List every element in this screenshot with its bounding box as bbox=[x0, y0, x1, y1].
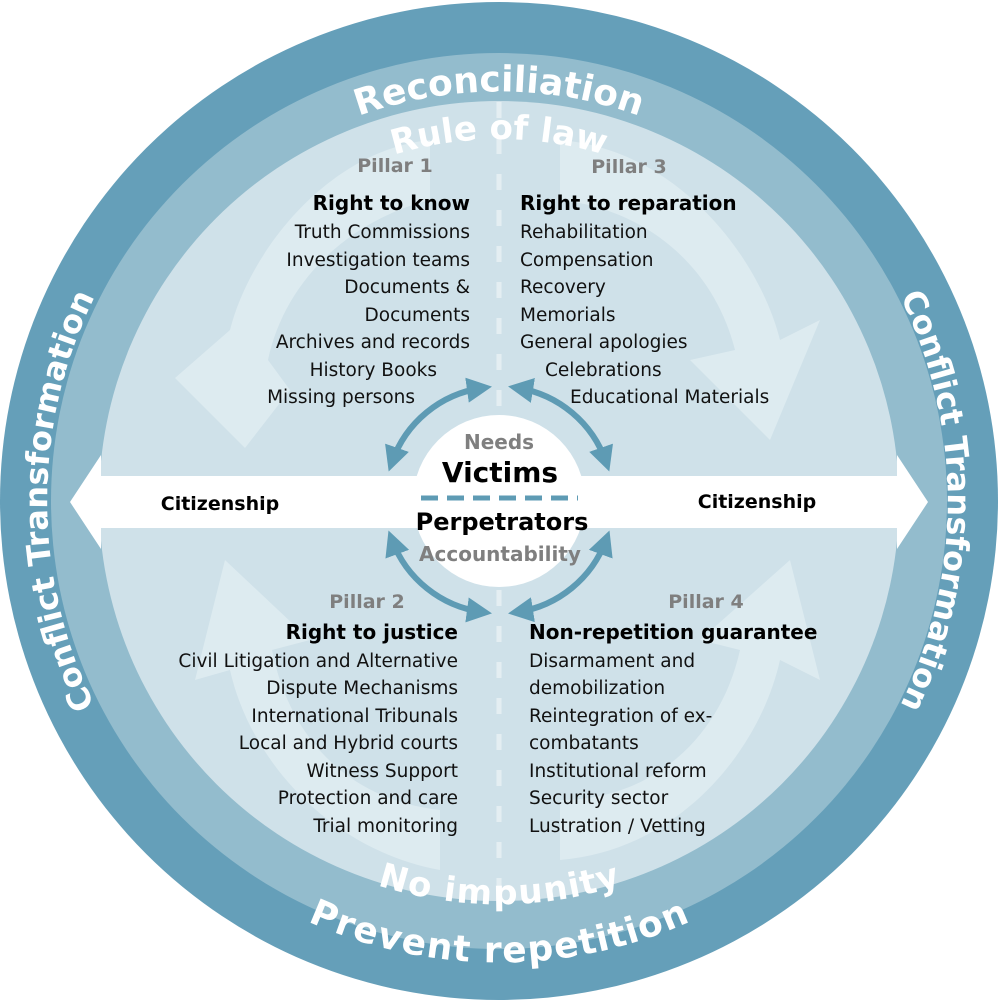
pillar-2-label: Pillar 2 bbox=[329, 591, 405, 613]
pillar-4: Pillar 4 Non-repetition guarantee Disarm… bbox=[529, 591, 817, 837]
pillar-3-item: Celebrations bbox=[545, 360, 662, 381]
pillar-4-item: Institutional reform bbox=[529, 761, 707, 782]
pillar-3-item: Memorials bbox=[520, 305, 616, 326]
pillar-1-heading: Right to know bbox=[313, 191, 470, 215]
swirl-arrow-top-right bbox=[560, 140, 820, 440]
pillar-1-item: Truth Commissions bbox=[294, 222, 470, 243]
swirl-arrow-bottom-right bbox=[560, 560, 820, 860]
pillar-1-item: Documents & bbox=[344, 277, 470, 298]
pillar-1-item: Documents bbox=[365, 305, 470, 326]
pillar-2-heading: Right to justice bbox=[286, 620, 458, 644]
pillar-3-item: Recovery bbox=[520, 277, 606, 298]
pillar-1-item: Missing persons bbox=[267, 387, 415, 408]
pillar-4-item: Reintegration of ex- bbox=[529, 706, 712, 727]
pillar-3: Pillar 3 Right to reparation Rehabilitat… bbox=[520, 156, 769, 408]
cycle-arrow-top-left bbox=[385, 377, 492, 472]
pillar-3-item: Rehabilitation bbox=[520, 222, 648, 243]
citizenship-label-left: Citizenship bbox=[161, 493, 279, 515]
pillar-1-item: Investigation teams bbox=[286, 250, 470, 271]
pillar-3-item: Compensation bbox=[520, 250, 654, 271]
pillar-3-item: Educational Materials bbox=[570, 387, 769, 408]
citizenship-label-right: Citizenship bbox=[698, 491, 816, 513]
pillar-3-item: General apologies bbox=[520, 332, 688, 353]
pillar-2-item: Witness Support bbox=[306, 761, 458, 782]
pillar-2: Pillar 2 Right to justice Civil Litigati… bbox=[178, 591, 458, 837]
pillar-1-item: History Books bbox=[310, 360, 437, 381]
center-victims-label: Victims bbox=[442, 456, 558, 489]
pillar-2-item: Protection and care bbox=[278, 788, 458, 809]
pillar-4-heading: Non-repetition guarantee bbox=[529, 620, 817, 644]
swirl-arrows bbox=[175, 140, 820, 870]
pillar-3-label: Pillar 3 bbox=[591, 156, 667, 178]
pillar-1: Pillar 1 Right to know Truth Commissions… bbox=[267, 155, 470, 408]
center-accountability-label: Accountability bbox=[419, 542, 581, 566]
pillar-4-label: Pillar 4 bbox=[668, 591, 744, 613]
center-perpetrators-label: Perpetrators bbox=[416, 508, 589, 536]
cycle-arrow-top-right bbox=[508, 377, 613, 472]
pillar-2-item: Dispute Mechanisms bbox=[266, 678, 458, 699]
pillar-2-item: Trial monitoring bbox=[312, 816, 458, 837]
pillar-1-item: Archives and records bbox=[276, 332, 470, 353]
cycle-arrow-bottom-left bbox=[385, 530, 492, 623]
pillar-4-item: Security sector bbox=[529, 788, 669, 809]
pillar-4-item: combatants bbox=[529, 733, 639, 754]
swirl-arrow-top-left bbox=[175, 140, 430, 448]
cycle-arrows bbox=[385, 377, 613, 623]
pillar-2-item: International Tribunals bbox=[251, 706, 458, 727]
cycle-arrow-bottom-right bbox=[508, 530, 613, 623]
pillar-4-item: Disarmament and bbox=[529, 651, 695, 672]
pillar-3-heading: Right to reparation bbox=[520, 191, 737, 215]
swirl-arrow-bottom-left bbox=[195, 560, 440, 870]
center-needs-label: Needs bbox=[464, 430, 534, 454]
pillar-4-item: Lustration / Vetting bbox=[529, 816, 706, 837]
pillar-2-item: Civil Litigation and Alternative bbox=[178, 651, 458, 672]
pillar-2-item: Local and Hybrid courts bbox=[239, 733, 458, 754]
pillar-1-label: Pillar 1 bbox=[357, 155, 433, 177]
pillar-4-item: demobilization bbox=[529, 678, 665, 699]
